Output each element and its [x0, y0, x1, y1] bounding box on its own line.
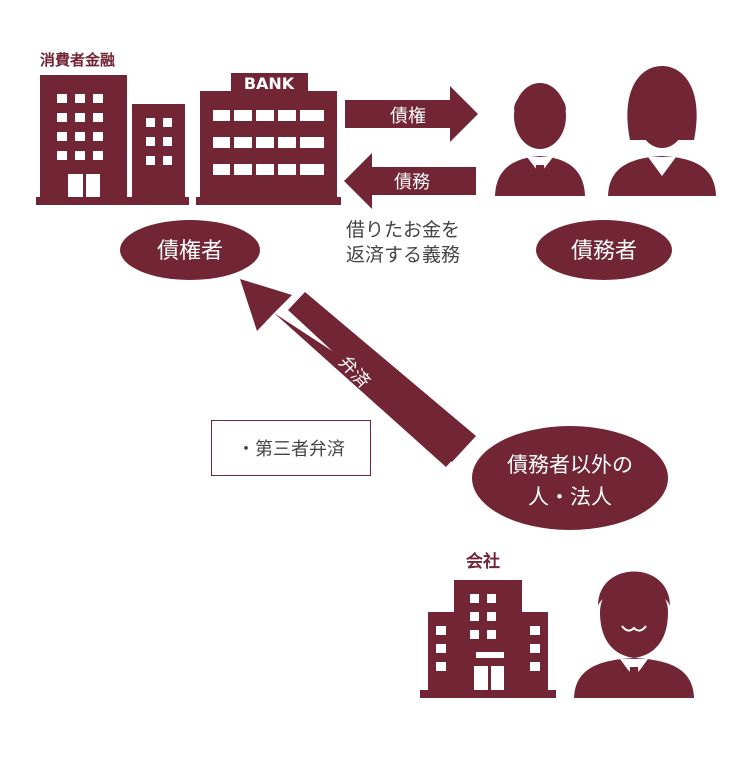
- third-party-label-line2: 人・法人: [528, 485, 612, 509]
- businesswoman-icon: [608, 66, 716, 196]
- office-building-icon: [36, 75, 189, 205]
- company-label: 会社: [466, 551, 500, 572]
- obligation-note-line2: 返済する義務: [346, 244, 461, 266]
- third-party-label-line1: 債務者以外の: [507, 453, 633, 477]
- creditor-label: 債権者: [157, 239, 223, 264]
- consumer-finance-label: 消費者金融: [40, 51, 115, 69]
- bank-building-icon: [196, 73, 341, 205]
- claim-arrow-label: 債権: [390, 106, 426, 127]
- obligation-arrow: 債務: [344, 153, 476, 209]
- claim-arrow: 債権: [345, 86, 478, 142]
- obligation-note-line1: 借りたお金を: [346, 219, 461, 241]
- debtor-badge: 債務者: [536, 220, 672, 280]
- bank-sign: BANK: [244, 74, 295, 93]
- businessman-icon: [574, 571, 694, 698]
- obligation-arrow-label: 債務: [394, 172, 430, 193]
- businessman-icon: [495, 83, 585, 196]
- company-building-icon: [420, 580, 556, 698]
- creditor-badge: 債権者: [120, 220, 260, 280]
- third-party-repayment-box: ・第三者弁済: [211, 420, 371, 476]
- debtor-label: 債務者: [571, 239, 637, 264]
- third-party-badge: 債務者以外の 人・法人: [472, 426, 668, 530]
